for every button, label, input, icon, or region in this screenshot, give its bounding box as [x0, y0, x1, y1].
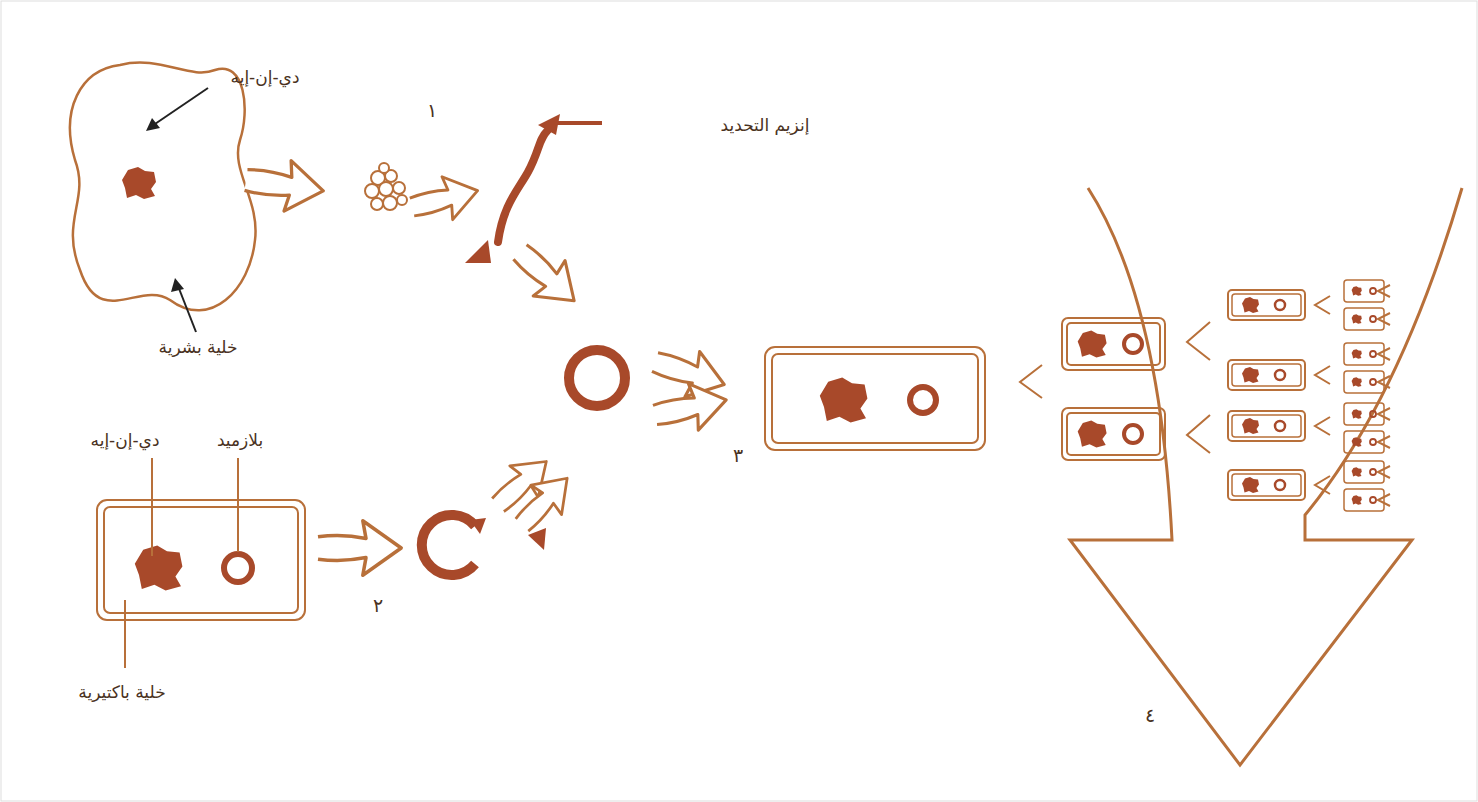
plasmid [910, 387, 936, 413]
cut-end [528, 528, 546, 550]
recombinant-cell [765, 347, 985, 450]
plasmid [224, 554, 252, 582]
part-label: بلازميد [217, 430, 263, 450]
leader-line [124, 600, 126, 668]
callout-number: ١ [427, 99, 437, 121]
process-arrow [507, 463, 583, 539]
recombinant-plasmid [569, 350, 625, 406]
division-brackets [1020, 285, 1390, 506]
leader-head [146, 118, 160, 131]
process-arrow [318, 521, 401, 575]
bacterial-cell-inner [104, 507, 298, 613]
human-dna [122, 167, 156, 199]
process-arrow [407, 169, 483, 228]
dna-fragment [498, 130, 548, 242]
part-label: دي-إن-إيه [231, 67, 300, 87]
part-label: دي-إن-إيه [91, 430, 160, 450]
descendant-cells [1344, 280, 1384, 511]
callout-number: ٤ [1145, 704, 1155, 726]
part-label: إنزيم التحديد [721, 115, 810, 135]
human-cell [70, 63, 256, 311]
process-arrow [504, 234, 590, 318]
cut-plasmid [422, 515, 475, 575]
bacterial-dna [135, 546, 183, 591]
leader-line [178, 286, 196, 332]
process-arrow [242, 155, 326, 216]
leader-line [151, 458, 153, 556]
leader-head [171, 278, 184, 292]
callout-number: ٢ [373, 594, 383, 616]
leader-line [152, 88, 208, 126]
daughter-cells [1062, 318, 1165, 460]
bacterial-cell [97, 500, 305, 620]
process-arrow [650, 377, 731, 439]
granddaughter-cells [1228, 290, 1305, 500]
part-label: خلية بشرية [159, 337, 238, 357]
bacterial-dna [820, 378, 868, 423]
enzyme-arrow [556, 121, 602, 125]
callout-number: ٣ [733, 444, 743, 466]
multiplication-arrow [1070, 188, 1462, 765]
recombinant-cell-inner [772, 354, 978, 443]
leader-line [237, 458, 239, 552]
cut-end [465, 240, 491, 263]
part-label: خلية باكتيرية [78, 682, 165, 702]
cut-end [470, 518, 486, 534]
chromatin [365, 163, 407, 210]
